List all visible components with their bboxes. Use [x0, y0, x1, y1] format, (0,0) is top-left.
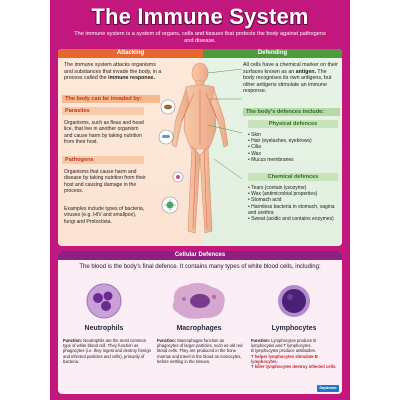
parasites-label: Parasites — [62, 107, 144, 115]
lymphocytes-function: Function: Lymphocytes produce B lymphocy… — [251, 338, 337, 370]
invaded-bar: The body can be invaded by: — [62, 95, 160, 103]
list-item: Sweat (acidic and contains enzymes) — [248, 216, 340, 222]
page-title: The Immune System — [91, 4, 309, 29]
list-item: Hair (eyelashes, eyebrows) — [248, 138, 340, 144]
list-item: Wax (antimicrobial properties) — [248, 191, 340, 197]
macrophages-label: Macrophages — [176, 325, 222, 332]
virus-icon — [161, 196, 179, 214]
list-item: Cilia — [248, 144, 340, 150]
poster: The Immune System The immune system is a… — [50, 0, 350, 400]
human-body-illustration — [158, 62, 242, 234]
defending-text: All cells have a chemical marker on thei… — [243, 62, 338, 95]
pathogens-text: Organisms that cause harm and disease by… — [64, 169, 146, 194]
chemical-defences-label: Chemical defences — [248, 173, 338, 181]
lymphocyte-cell-image — [278, 285, 310, 317]
list-item: Tears (contain lysozyme) — [248, 185, 340, 191]
publisher-logo: Daydream — [317, 385, 339, 392]
intro-text: The immune system is a system of organs,… — [74, 31, 326, 44]
list-item: Skin — [248, 132, 340, 138]
list-item: Harmless bacteria in stomach, vagina and… — [248, 204, 340, 216]
attacking-header: Attacking — [58, 49, 203, 58]
pathogens-examples: Examples include types of bacteria, viru… — [64, 206, 145, 225]
microbe-icon — [172, 171, 184, 183]
neutrophils-function: Function: Neutrophils are the most commo… — [63, 338, 151, 364]
macrophages-function: Function: Macrophages function as phagoc… — [157, 338, 243, 364]
lymphocytes-label: Lymphocytes — [271, 325, 317, 332]
neutrophils-label: Neutrophils — [84, 325, 124, 332]
physical-defences-list: Skin Hair (eyelashes, eyebrows) Cilia Wa… — [248, 132, 340, 163]
parasites-text: Organisms, such as fleas and head lice, … — [64, 120, 144, 145]
macrophage-cell-image — [172, 282, 225, 319]
cellular-intro: The blood is the body's final defence. I… — [79, 264, 321, 270]
cellular-defences-panel: Cellular Defences The blood is the body'… — [58, 251, 342, 394]
top-panel: Attacking Defending The immune system at… — [58, 49, 342, 246]
parasite-icon — [160, 99, 176, 115]
defending-header: Defending — [203, 49, 342, 58]
defences-bar: The body's defences include: — [243, 108, 340, 116]
list-item: Wax — [248, 151, 340, 157]
attacking-text: The immune system attacks organisms and … — [64, 62, 162, 82]
list-item: Mucus membranes — [248, 157, 340, 163]
attacking-column — [58, 49, 203, 246]
neutrophil-cell-image — [86, 283, 122, 319]
bacteria-icon — [158, 129, 174, 145]
chemical-defences-list: Tears (contain lysozyme) Wax (antimicrob… — [248, 185, 340, 222]
physical-defences-label: Physical defences — [248, 120, 338, 128]
cellular-defences-header: Cellular Defences — [58, 251, 342, 260]
pathogens-label: Pathogens — [62, 156, 144, 164]
list-item: Stomach acid — [248, 197, 340, 203]
